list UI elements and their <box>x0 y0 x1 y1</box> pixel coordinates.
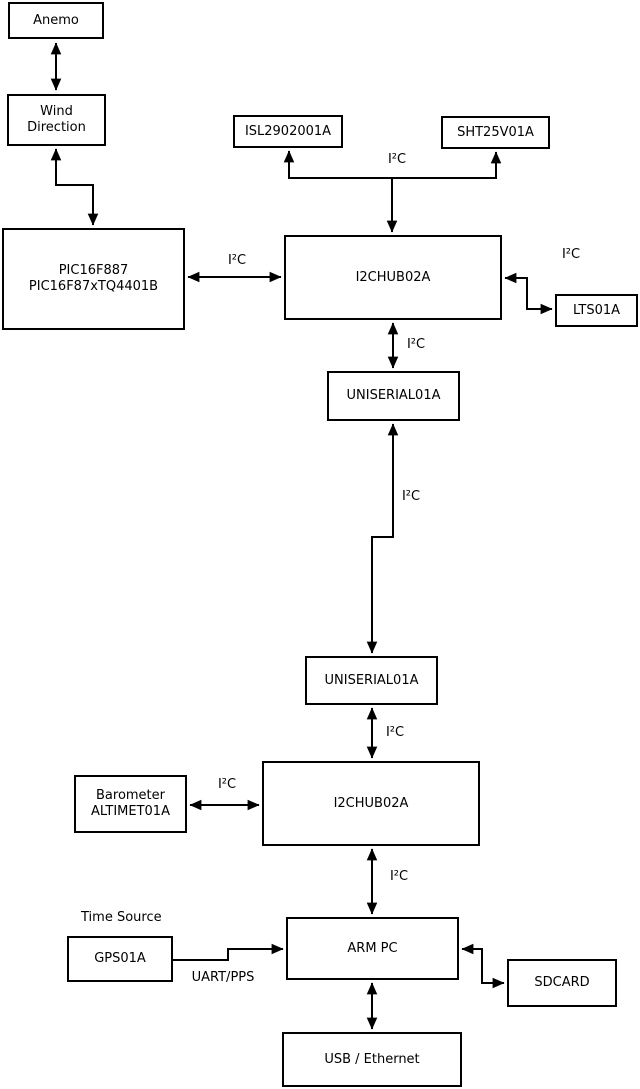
label-i2c-uniserial2-hub2: I²C <box>385 725 405 740</box>
label-i2c-hub1-uniserial1: I²C <box>406 337 426 352</box>
edge-gps-armpc <box>173 943 284 961</box>
label-i2c-sensor-bus: I²C <box>387 152 407 167</box>
node-pic-microcontroller: PIC16F887 PIC16F87xTQ4401B <box>2 228 185 330</box>
label-time-source: Time Source <box>81 910 162 925</box>
node-barometer: Barometer ALTIMET01A <box>74 775 187 833</box>
node-wind-direction-label-line1: Wind <box>40 104 73 119</box>
label-i2c-hub2-armpc: I²C <box>389 869 409 884</box>
node-arm-pc: ARM PC <box>286 917 459 980</box>
node-i2c-hub-1: I2CHUB02A <box>284 235 502 320</box>
node-barometer-label-line1: Barometer <box>96 788 165 803</box>
label-i2c-hub1-lts: I²C <box>561 247 581 262</box>
node-arm-pc-label: ARM PC <box>347 940 398 956</box>
node-i2c-hub-2: I2CHUB02A <box>262 761 480 846</box>
label-i2c-pic-hub1: I²C <box>227 253 247 268</box>
node-i2c-hub-2-label: I2CHUB02A <box>333 795 409 811</box>
node-isl-sensor-label: ISL2902001A <box>244 123 332 139</box>
node-lts-sensor-label: LTS01A <box>572 302 621 318</box>
node-sht-sensor: SHT25V01A <box>441 116 550 149</box>
label-i2c-uniserial-link: I²C <box>401 489 421 504</box>
node-sdcard-label: SDCARD <box>534 975 590 990</box>
node-wind-direction-label-line2: Direction <box>27 120 86 135</box>
node-pic-label-line2: PIC16F87xTQ4401B <box>28 279 159 294</box>
edge-uniserial1-uniserial2 <box>366 423 399 654</box>
edge-armpc-sdcard <box>461 943 505 989</box>
node-uniserial-2: UNISERIAL01A <box>305 656 438 705</box>
node-usb-ethernet-label: USB / Ethernet <box>324 1051 420 1067</box>
node-i2c-hub-1-label: I2CHUB02A <box>355 269 431 285</box>
node-anemometer: Anemo <box>8 2 104 39</box>
node-lts-sensor: LTS01A <box>555 294 638 327</box>
edge-wind-pic <box>50 148 99 226</box>
node-uniserial-1: UNISERIAL01A <box>327 371 460 421</box>
node-sht-sensor-label: SHT25V01A <box>457 124 534 140</box>
node-isl-sensor: ISL2902001A <box>233 115 343 148</box>
node-wind-direction: Wind Direction <box>7 94 106 146</box>
node-sdcard: SDCARD <box>507 959 617 1007</box>
node-gps-label: GPS01A <box>94 951 146 966</box>
node-gps: GPS01A <box>67 936 173 982</box>
node-uniserial-2-label: UNISERIAL01A <box>324 672 419 688</box>
node-anemometer-label: Anemo <box>33 12 79 28</box>
node-uniserial-1-label: UNISERIAL01A <box>346 388 441 403</box>
node-usb-ethernet: USB / Ethernet <box>282 1032 462 1087</box>
edge-hub1-lts <box>504 272 553 315</box>
label-i2c-barometer-hub2: I²C <box>217 777 237 792</box>
node-pic-label-line1: PIC16F887 <box>58 263 129 278</box>
label-uart-pps: UART/PPS <box>191 970 255 985</box>
node-barometer-label-line2: ALTIMET01A <box>91 804 170 819</box>
